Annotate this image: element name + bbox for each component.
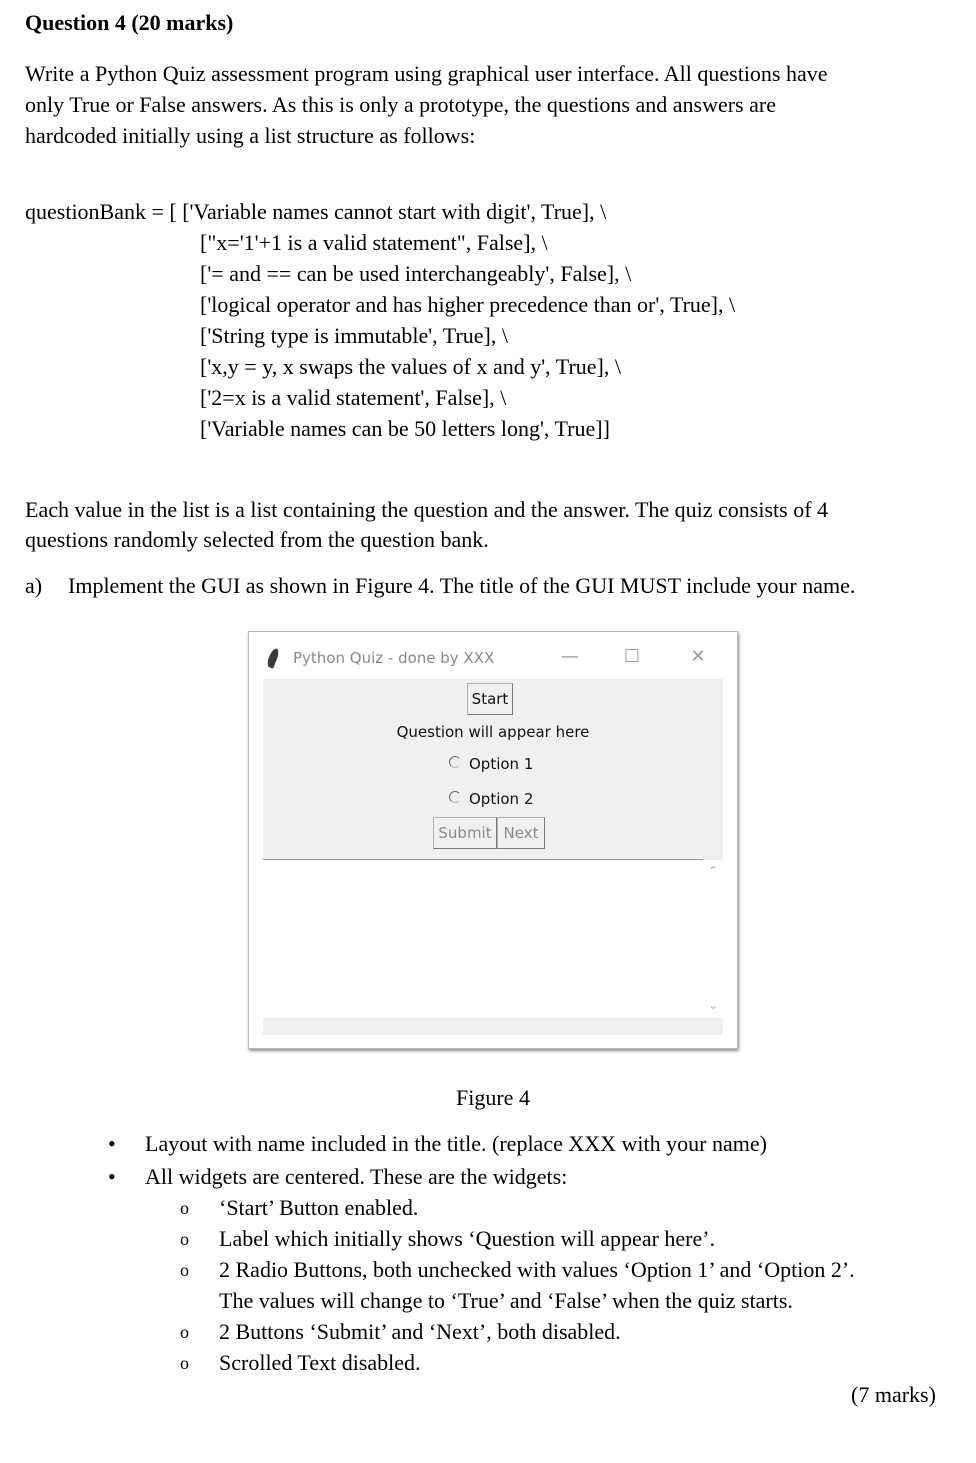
code-line: ['Variable names can be 50 letters long'… (200, 416, 610, 441)
start-button[interactable]: Start (467, 683, 513, 715)
radio-circle-icon (449, 756, 461, 768)
quiz-window-figure: Python Quiz - done by XXX — ☐ ✕ Start Qu… (248, 631, 738, 1049)
code-line: ['= and == can be used interchangeably',… (200, 261, 632, 286)
close-icon[interactable]: ✕ (690, 646, 706, 667)
marks-label: (7 marks) (851, 1382, 936, 1407)
sub-bullet-item: 2 Buttons ‘Submit’ and ‘Next’, both disa… (219, 1319, 621, 1344)
scroll-down-icon[interactable]: ⌄ (707, 998, 719, 1012)
code-line: ['2=x is a valid statement', False], \ (200, 385, 507, 410)
window-title: Python Quiz - done by XXX (293, 649, 495, 667)
question-heading: Question 4 (20 marks) (25, 10, 234, 35)
scrollbar[interactable]: ⌃ ⌄ (703, 860, 723, 1018)
code-line: ['x,y = y, x swaps the values of x and y… (200, 354, 621, 379)
sub-bullet-icon: o (180, 1198, 189, 1218)
scrolled-text[interactable] (263, 860, 703, 1018)
sub-bullet-icon: o (180, 1229, 189, 1249)
window-titlebar: Python Quiz - done by XXX — ☐ ✕ (249, 632, 737, 678)
part-a-text: Implement the GUI as shown in Figure 4. … (68, 573, 856, 598)
bullet-icon: • (108, 1164, 116, 1189)
window-client-area: Start Question will appear here Option 1… (263, 679, 723, 1035)
intro-line-1: Write a Python Quiz assessment program u… (25, 61, 828, 86)
bullet-item: Layout with name included in the title. … (145, 1131, 767, 1156)
tk-feather-icon (265, 647, 281, 669)
option2-label: Option 2 (469, 790, 534, 808)
maximize-icon[interactable]: ☐ (623, 646, 641, 667)
question-label: Question will appear here (396, 723, 590, 741)
code-line: ['logical operator and has higher preced… (200, 292, 736, 317)
option1-radio[interactable]: Option 1 (449, 755, 533, 773)
bullet-icon: • (108, 1131, 116, 1156)
next-button[interactable]: Next (497, 817, 545, 849)
each-value-line-2: questions randomly selected from the que… (25, 527, 489, 552)
radio-circle-icon (449, 791, 461, 803)
minimize-icon[interactable]: — (561, 646, 579, 667)
submit-button[interactable]: Submit (433, 817, 497, 849)
figure-caption: Figure 4 (456, 1085, 530, 1110)
option2-radio[interactable]: Option 2 (449, 790, 533, 808)
code-line-first: questionBank = [ ['Variable names cannot… (25, 199, 607, 224)
intro-line-3: hardcoded initially using a list structu… (25, 123, 476, 148)
scroll-up-icon[interactable]: ⌃ (707, 864, 719, 878)
sub-bullet-icon: o (180, 1260, 189, 1280)
code-line: ["x='1'+1 is a valid statement", False],… (200, 230, 548, 255)
separator (263, 859, 703, 860)
bullet-item: All widgets are centered. These are the … (145, 1164, 568, 1189)
sub-bullet-icon: o (180, 1322, 189, 1342)
code-line: ['String type is immutable', True], \ (200, 323, 508, 348)
sub-bullet-icon: o (180, 1353, 189, 1373)
option1-label: Option 1 (469, 755, 534, 773)
each-value-line-1: Each value in the list is a list contain… (25, 497, 829, 522)
intro-line-2: only True or False answers. As this is o… (25, 92, 776, 117)
sub-bullet-item: Label which initially shows ‘Question wi… (219, 1226, 716, 1251)
sub-bullet-item: Scrolled Text disabled. (219, 1350, 421, 1375)
sub-bullet-continuation: The values will change to ‘True’ and ‘Fa… (219, 1288, 793, 1313)
part-a-letter: a) (25, 573, 43, 598)
sub-bullet-item: 2 Radio Buttons, both unchecked with val… (219, 1257, 855, 1282)
sub-bullet-item: ‘Start’ Button enabled. (219, 1195, 419, 1220)
